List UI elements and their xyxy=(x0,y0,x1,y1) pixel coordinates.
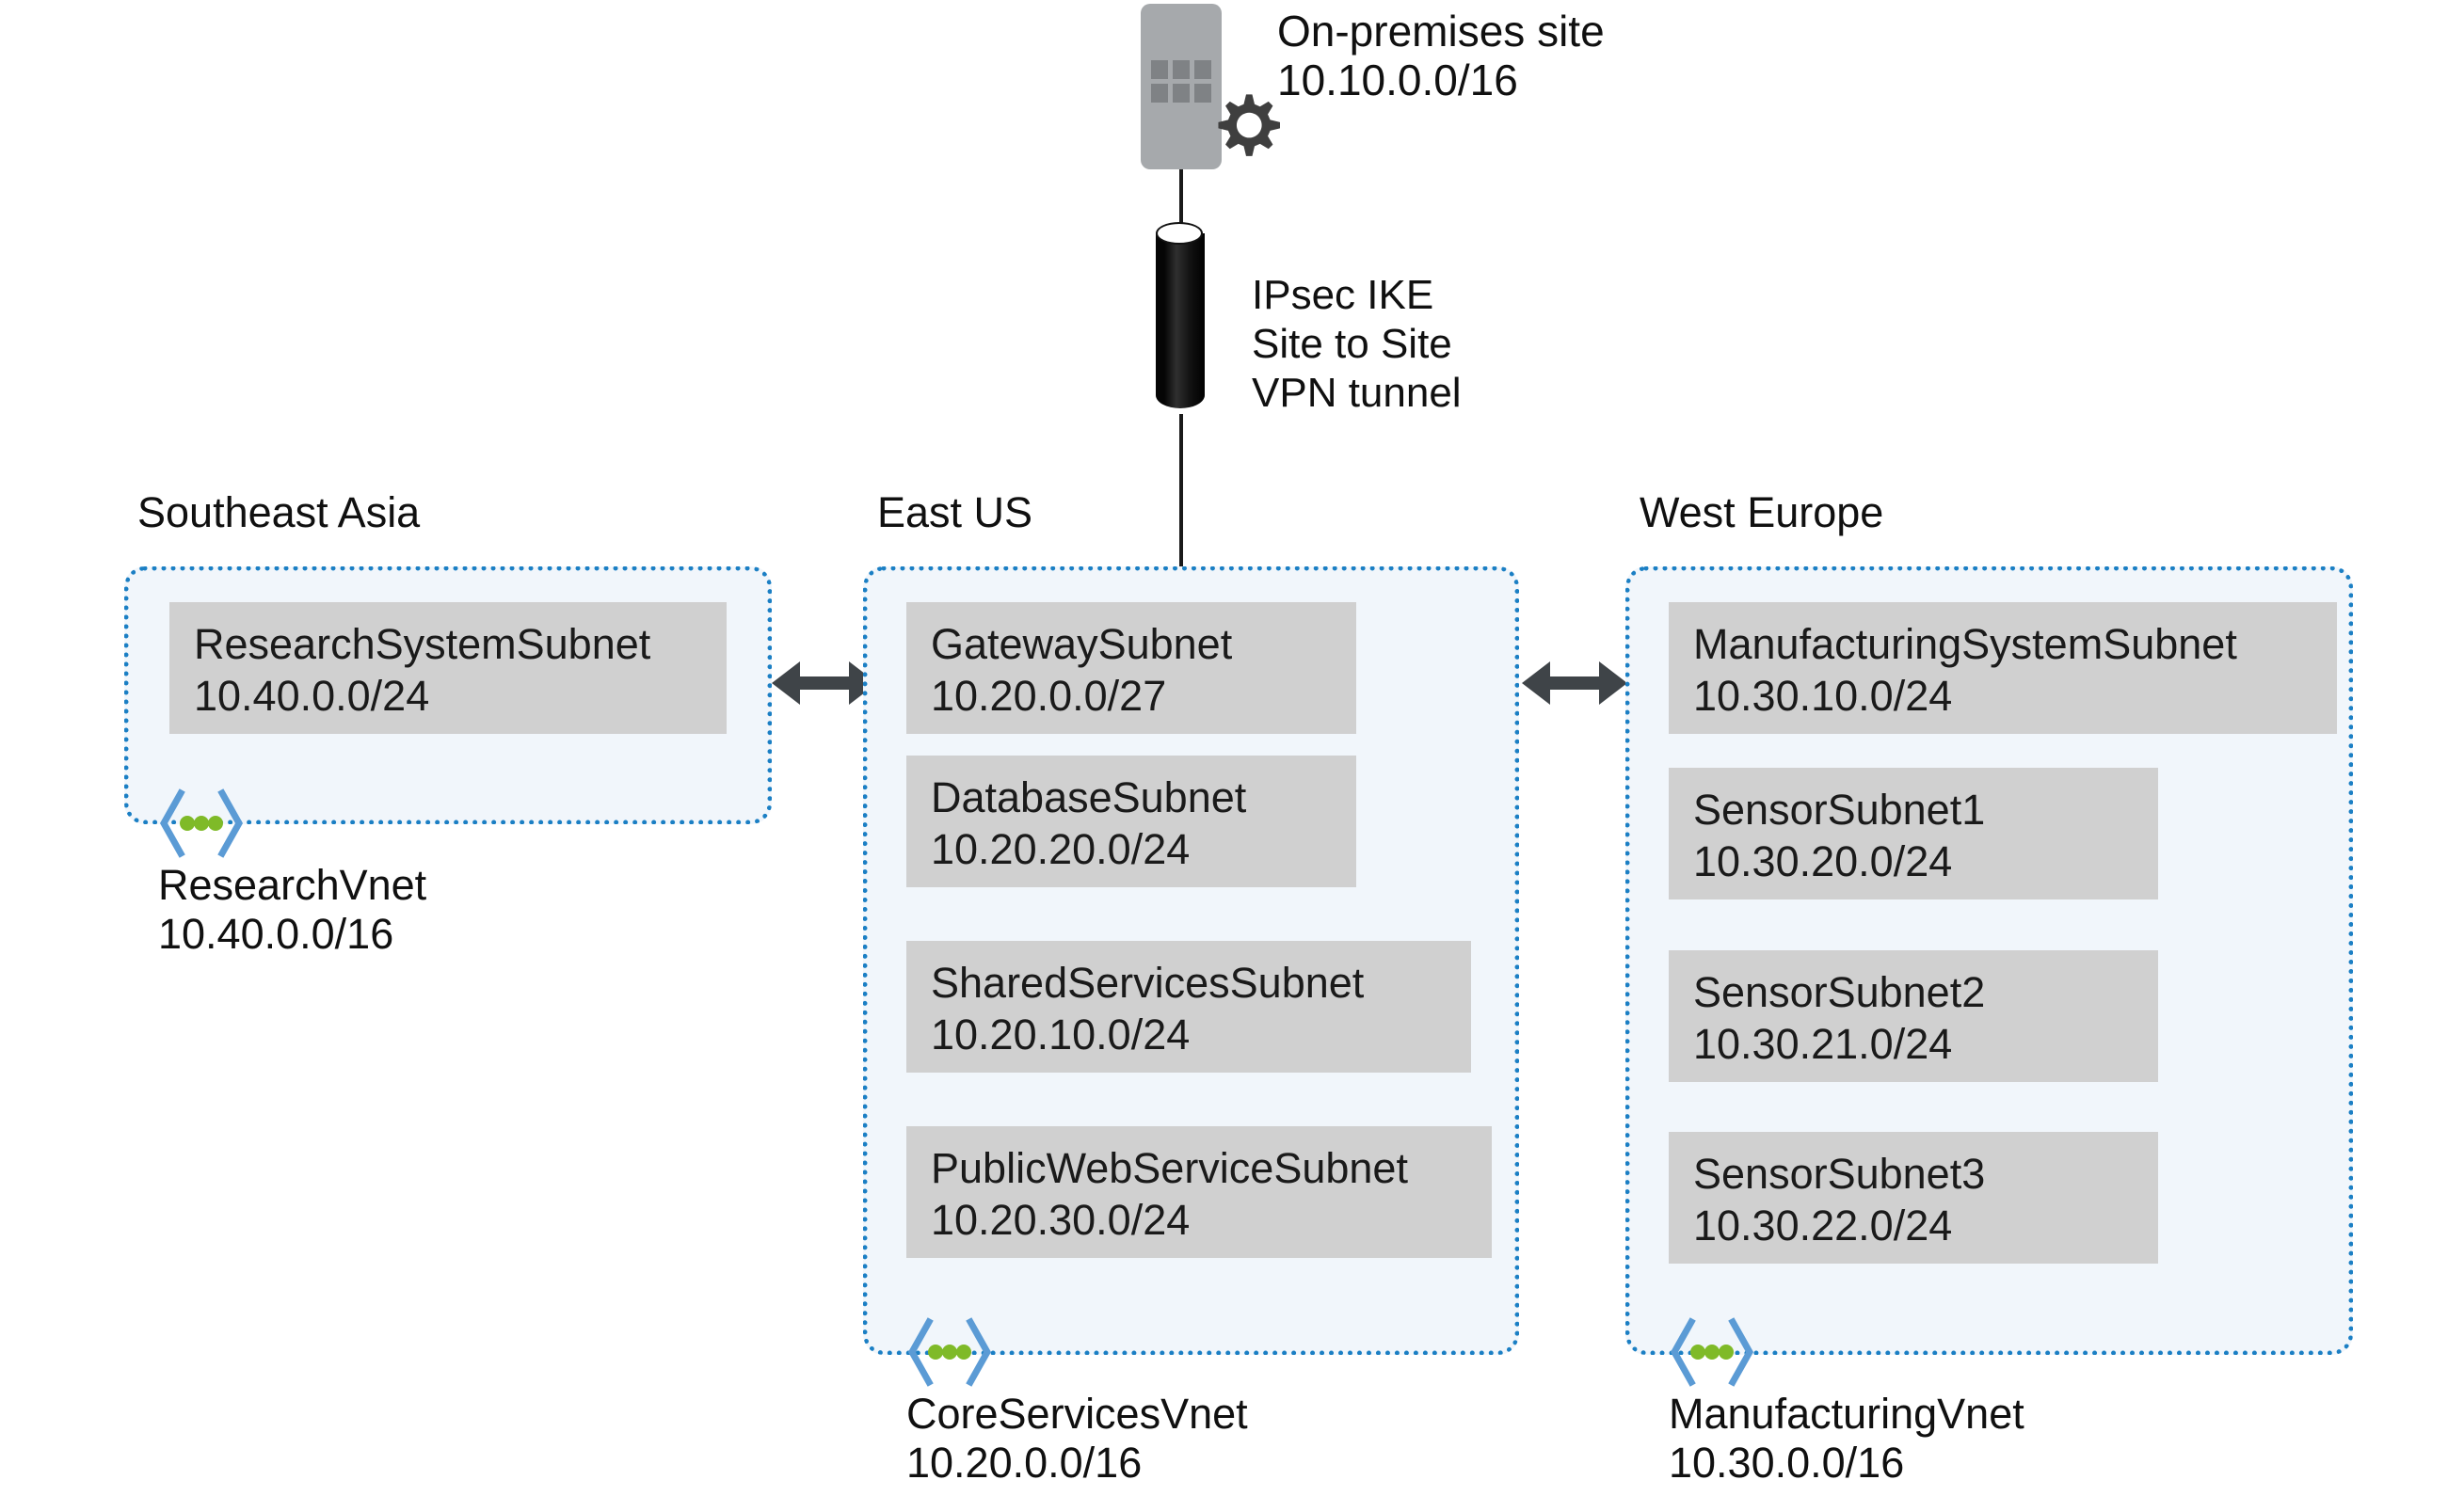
azure-vnet-icon-west-europe xyxy=(1670,1317,1754,1387)
vnet-name-research: ResearchVnet xyxy=(158,861,427,909)
subnet-name: SensorSubnet2 xyxy=(1693,968,1986,1016)
tunnel-label-line2: Site to Site xyxy=(1252,321,1452,367)
subnet-database[interactable]: DatabaseSubnet 10.20.20.0/24 xyxy=(906,756,1356,887)
onprem-to-tunnel-line xyxy=(1179,169,1183,228)
region-label-east-us: East US xyxy=(877,488,1033,536)
tunnel-to-vnet-line xyxy=(1179,414,1183,566)
subnet-name: SensorSubnet1 xyxy=(1693,786,1986,834)
subnet-sensor-2[interactable]: SensorSubnet2 10.30.21.0/24 xyxy=(1669,950,2158,1082)
building-windows xyxy=(1151,60,1213,103)
subnet-cidr: 10.20.20.0/24 xyxy=(931,824,1191,873)
subnet-research-system[interactable]: ResearchSystemSubnet 10.40.0.0/24 xyxy=(169,602,727,734)
subnet-name: ManufacturingSystemSubnet xyxy=(1693,620,2237,668)
vnet-address-space-research: 10.40.0.0/16 xyxy=(158,910,394,958)
building-icon xyxy=(1141,4,1222,169)
subnet-name: SensorSubnet3 xyxy=(1693,1150,1986,1198)
subnet-manufacturing-system[interactable]: ManufacturingSystemSubnet 10.30.10.0/24 xyxy=(1669,602,2337,734)
subnet-shared-services[interactable]: SharedServicesSubnet 10.20.10.0/24 xyxy=(906,941,1471,1073)
on-premises-address-space: 10.10.0.0/16 xyxy=(1277,56,1518,104)
subnet-cidr: 10.20.30.0/24 xyxy=(931,1195,1191,1244)
subnet-name: SharedServicesSubnet xyxy=(931,959,1365,1007)
tunnel-label-line1: IPsec IKE xyxy=(1252,272,1434,318)
vnet-name-manufacturing: ManufacturingVnet xyxy=(1669,1390,2024,1438)
subnet-sensor-3[interactable]: SensorSubnet3 10.30.22.0/24 xyxy=(1669,1132,2158,1264)
subnet-name: PublicWebServiceSubnet xyxy=(931,1144,1408,1192)
region-label-southeast-asia: Southeast Asia xyxy=(137,488,421,536)
subnet-sensor-1[interactable]: SensorSubnet1 10.30.20.0/24 xyxy=(1669,768,2158,899)
subnet-public-web-service[interactable]: PublicWebServiceSubnet 10.20.30.0/24 xyxy=(906,1126,1492,1258)
subnet-cidr: 10.30.10.0/24 xyxy=(1693,671,1953,720)
subnet-cidr: 10.30.20.0/24 xyxy=(1693,836,1953,885)
vnet-name-core-services: CoreServicesVnet xyxy=(906,1390,1248,1438)
subnet-gateway[interactable]: GatewaySubnet 10.20.0.0/27 xyxy=(906,602,1356,734)
vnet-address-space-core-services: 10.20.0.0/16 xyxy=(906,1439,1143,1487)
azure-vnet-icon-east-us xyxy=(907,1317,992,1387)
double-headed-arrow-icon-left xyxy=(772,661,877,705)
subnet-cidr: 10.30.22.0/24 xyxy=(1693,1201,1953,1249)
vpn-tunnel-icon xyxy=(1156,222,1205,420)
subnet-cidr: 10.40.0.0/24 xyxy=(194,671,430,720)
subnet-cidr: 10.30.21.0/24 xyxy=(1693,1019,1953,1068)
subnet-name: ResearchSystemSubnet xyxy=(194,620,651,668)
azure-vnet-icon-southeast-asia xyxy=(159,788,244,858)
subnet-name: DatabaseSubnet xyxy=(931,773,1247,821)
subnet-name: GatewaySubnet xyxy=(931,620,1233,668)
double-headed-arrow-icon-right xyxy=(1522,661,1627,705)
region-label-west-europe: West Europe xyxy=(1640,488,1884,536)
on-premises-name: On-premises site xyxy=(1277,7,1605,56)
tunnel-label-line3: VPN tunnel xyxy=(1252,370,1462,416)
subnet-cidr: 10.20.0.0/27 xyxy=(931,671,1167,720)
vnet-address-space-manufacturing: 10.30.0.0/16 xyxy=(1669,1439,1905,1487)
subnet-cidr: 10.20.10.0/24 xyxy=(931,1010,1191,1058)
gear-icon xyxy=(1218,94,1280,156)
